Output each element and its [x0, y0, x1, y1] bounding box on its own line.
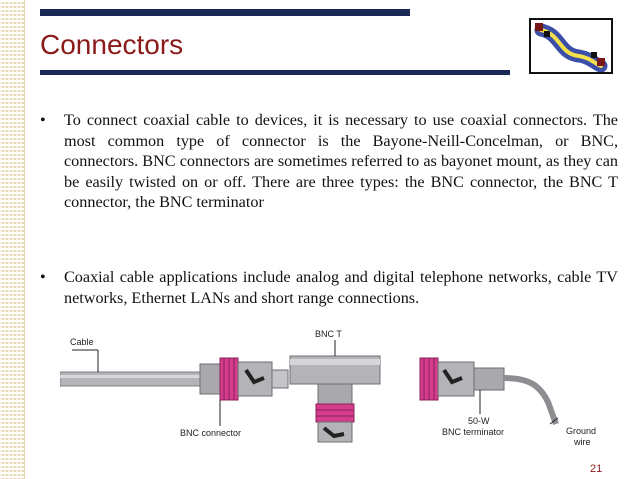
label-bnc-terminator: BNC terminator — [442, 427, 504, 437]
network-cable-icon — [529, 18, 613, 74]
bullet-marker: • — [40, 268, 46, 286]
bnc-connectors-figure: Cable BNC connector BNC T 50- — [59, 328, 620, 450]
label-ground: Ground — [566, 426, 596, 436]
decorative-side-stripe — [0, 0, 25, 479]
page-number: 21 — [590, 463, 603, 475]
label-terminator-rating: 50-W — [468, 416, 490, 426]
slide-title: Connectors — [40, 29, 184, 60]
label-bnc-connector: BNC connector — [180, 428, 241, 438]
title-underline-bar — [40, 70, 510, 75]
bullet-text: Coaxial cable applications include analo… — [64, 268, 618, 307]
bullet-text: To connect coaxial cable to devices, it … — [64, 111, 618, 211]
label-cable: Cable — [70, 337, 94, 347]
bnc-t-connector-illustration — [289, 355, 381, 443]
label-wire: wire — [573, 437, 591, 447]
bnc-connector-illustration — [59, 357, 289, 401]
bnc-terminator-illustration — [419, 357, 559, 426]
label-bnc-t: BNC T — [315, 329, 342, 339]
top-accent-bar — [40, 9, 410, 16]
bullet-marker: • — [40, 111, 46, 129]
